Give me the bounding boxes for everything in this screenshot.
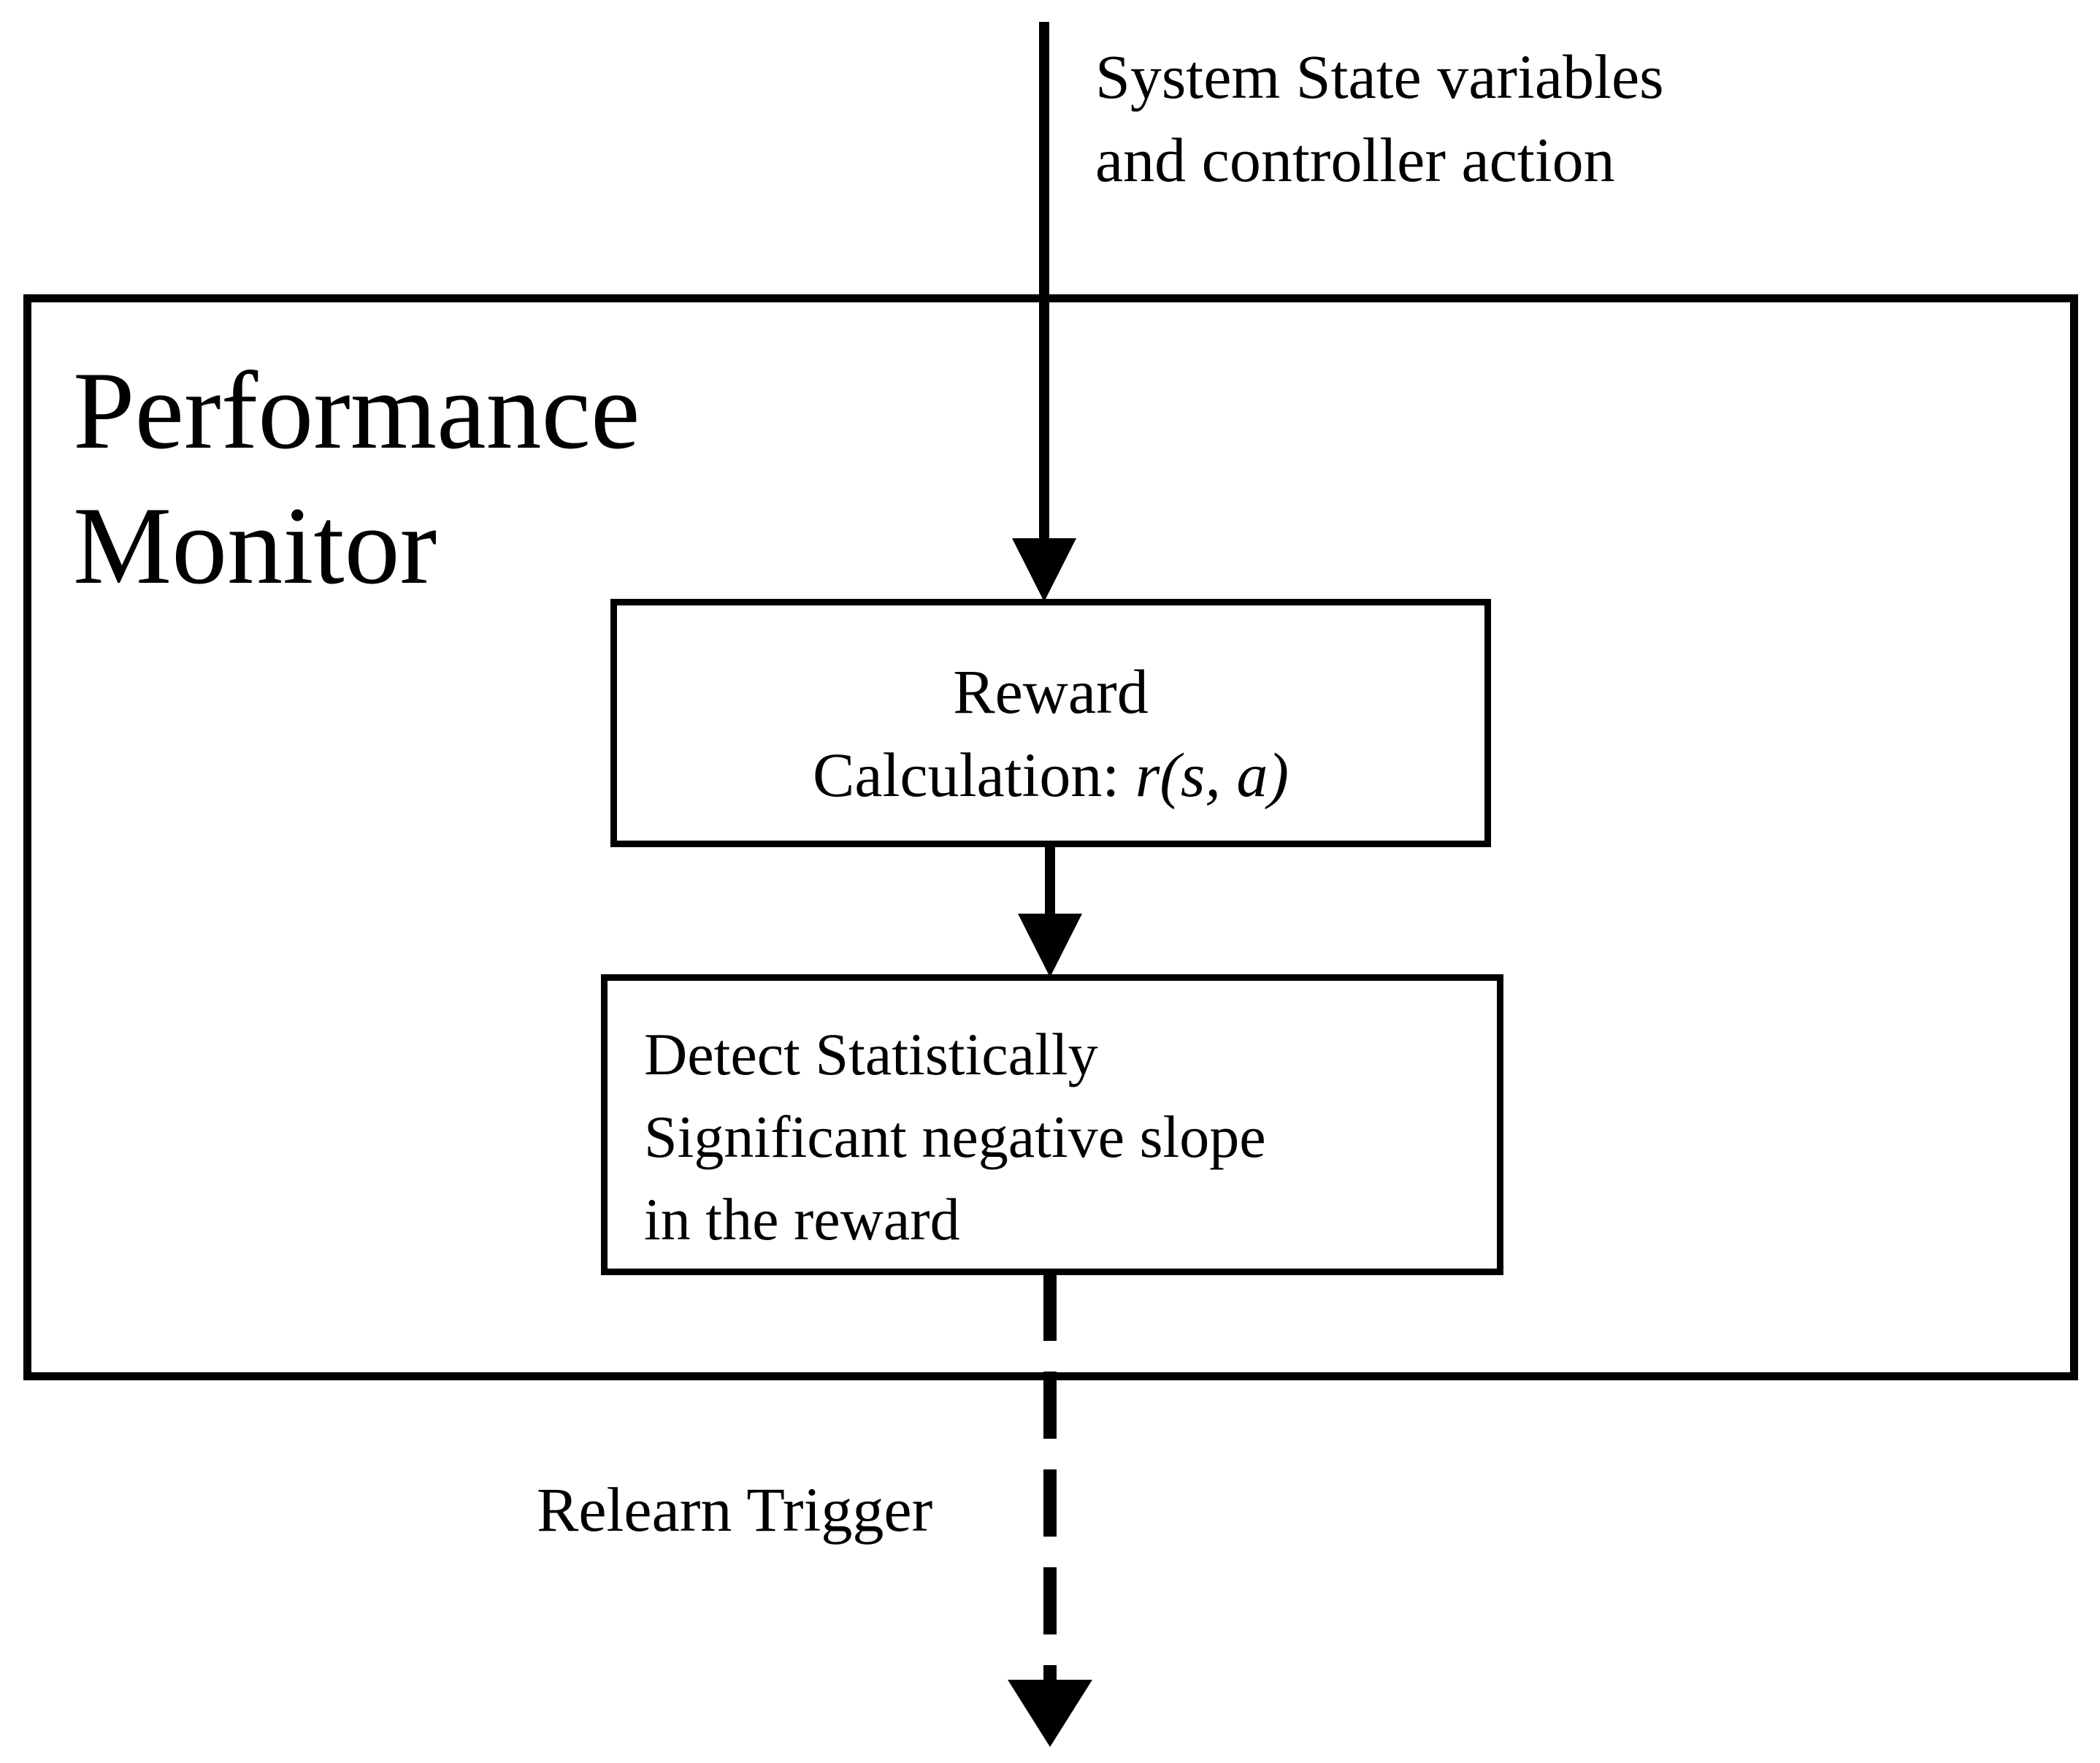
performance-monitor-title: Performance Monitor — [73, 349, 640, 608]
relearn-trigger-edge-label: Relearn Trigger — [537, 1475, 933, 1545]
reward-function-math: r(s, a) — [1135, 739, 1289, 810]
reward-calculation-line2: Calculation: r(s, a) — [617, 734, 1484, 817]
detect-negative-slope-node[interactable]: Detect Statistically Significant negativ… — [601, 974, 1503, 1275]
performance-monitor-container — [23, 294, 2078, 1380]
reward-calculation-line1: Reward — [953, 657, 1149, 727]
reward-calculation-node[interactable]: Reward Calculation: r(s, a) — [610, 599, 1491, 847]
reward-calculation-line2-prefix: Calculation: — [812, 739, 1135, 810]
detect-negative-slope-text: Detect Statistically Significant negativ… — [644, 1021, 1266, 1253]
reward-calculation-text: Reward Calculation: r(s, a) — [617, 651, 1484, 817]
input-edge-label: System State variables and controller ac… — [1095, 42, 1664, 196]
